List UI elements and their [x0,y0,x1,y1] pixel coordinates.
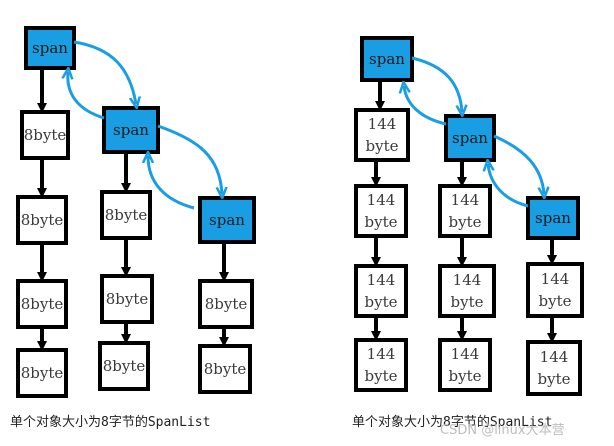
span-label: span [209,211,245,229]
object-block [354,264,408,318]
object-size-label: byte [365,367,398,385]
object-size-label: 144 [540,348,569,366]
span-link-arrow [73,40,136,104]
object-size-label: byte [366,137,399,155]
object-block [354,338,408,392]
object-size-label: 8byte [105,206,148,224]
object-size-label: 144 [367,271,396,289]
object-size-label: byte [451,293,484,311]
object-size-label: 144 [368,115,397,133]
object-size-label: byte [365,293,398,311]
object-block [438,184,492,238]
object-size-label: 144 [451,191,480,209]
object-size-label: 8byte [21,211,64,229]
object-size-label: 144 [451,345,480,363]
object-size-label: byte [449,367,482,385]
object-block [16,348,68,398]
object-size-label: 8byte [204,360,247,378]
span-link-arrow [411,56,462,112]
span-link-arrow [148,156,195,210]
span-label: span [452,129,488,147]
span-node-1 [24,26,76,70]
object-block [354,108,410,162]
object-size-label: byte [449,213,482,231]
object-block [198,344,252,394]
csdn-watermark: CSDN @linux大本营 [440,423,565,438]
left-spanlist-diagram: span 8byte 8byte 8byte 8byte span 8byte 8byte 8b… [16,26,256,398]
object-block [100,274,154,324]
object-size-label: byte [365,213,398,231]
object-block [20,110,70,160]
span-link-arrow [68,72,105,120]
object-block [98,341,150,391]
object-size-label: 144 [367,191,396,209]
object-size-label: 144 [541,270,570,288]
span-label: span [113,121,149,139]
span-node-3 [526,196,580,240]
object-size-label: 144 [453,271,482,289]
object-size-label: byte [538,370,571,388]
left-caption: 单个对象大小为8字节的SpanList [10,414,210,430]
span-label: span [32,39,68,57]
span-link-arrow [404,86,447,126]
object-size-label: 144 [367,345,396,363]
object-block [526,262,584,318]
object-size-label: 8byte [103,357,146,375]
span-label: span [369,50,405,68]
object-block [438,338,492,392]
object-block [100,190,152,240]
object-size-label: 8byte [21,364,64,382]
object-size-label: 8byte [205,295,248,313]
span-node-3 [198,196,256,244]
object-block [526,340,582,396]
object-block [438,264,496,318]
span-link-arrow [488,164,529,208]
span-label: span [535,209,571,227]
span-node-2 [444,114,496,162]
span-link-arrow [157,124,222,194]
object-size-label: 8byte [106,290,149,308]
right-caption: 单个对象大小为8字节的SpanList [352,414,552,430]
object-size-label: 8byte [24,126,67,144]
object-block [354,184,408,238]
object-size-label: 8byte [21,295,64,313]
span-link-arrow [493,134,544,194]
object-size-label: byte [539,292,572,310]
right-spanlist-diagram: span 144 byte 144 byte 144 byte 144 byte span 144 b… [354,36,584,396]
